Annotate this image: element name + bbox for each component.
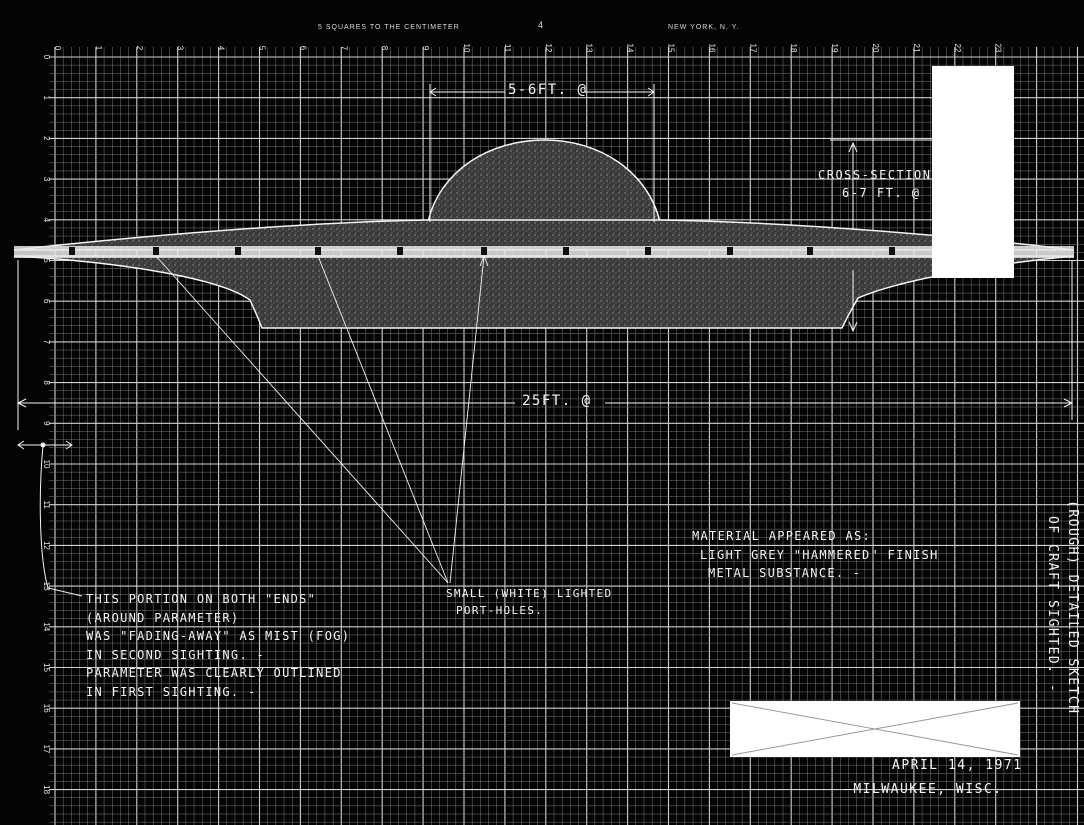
cross-section-dimension <box>830 139 935 333</box>
top-ruler-label: 17 <box>748 44 757 53</box>
ends-note: THIS PORTION ON BOTH "ENDS" (AROUND PARA… <box>86 590 350 701</box>
top-ruler-label: 9 <box>421 46 430 51</box>
side-caption-line: (ROUGH) DETAILED SKETCH <box>1065 500 1080 715</box>
side-caption: (ROUGH) DETAILED SKETCH OF CRAFT SIGHTED… <box>1042 500 1082 715</box>
porthole-leader-lines <box>155 254 489 584</box>
craft-outline <box>13 139 1075 329</box>
left-ruler-label: 8 <box>42 380 51 385</box>
porthole-note: SMALL (WHITE) LIGHTED PORT-HOLES. <box>446 585 612 619</box>
overall-width-dimension <box>16 260 1074 597</box>
left-ruler-label: 7 <box>42 340 51 345</box>
top-ruler-label: 4 <box>217 46 226 51</box>
porthole <box>889 247 895 255</box>
top-ruler-label: 18 <box>789 44 798 53</box>
ends-note-line: (AROUND PARAMETER) <box>86 610 240 625</box>
porthole <box>315 247 321 255</box>
top-ruler-label: 15 <box>667 44 676 53</box>
dome-width-dimension <box>429 84 655 222</box>
left-ruler-label: 6 <box>42 299 51 304</box>
craft-dome <box>427 139 661 223</box>
ends-note-line: PARAMETER WAS CLEARLY OUTLINED <box>86 666 342 680</box>
left-ruler-label: 9 <box>42 421 51 426</box>
signature-place: —MILWAUKEE, WISC. <box>844 782 1003 797</box>
left-ruler-label: 4 <box>42 218 51 223</box>
top-ruler-label: 12 <box>544 44 553 53</box>
left-ruler-label: 15 <box>42 663 51 672</box>
signature-date: APRIL 14, 1971 <box>892 758 1023 773</box>
paper-header-left: 5 SQUARES TO THE CENTIMETER <box>318 24 460 31</box>
ends-note-line: IN SECOND SIGHTING. - <box>86 647 266 662</box>
craft-upper-hull <box>13 219 1075 251</box>
craft-lower-hull <box>13 255 1075 329</box>
ends-note-line: WAS "FADING-AWAY" AS MIST (FOG) <box>86 629 351 643</box>
top-ruler-label: 19 <box>830 44 839 53</box>
ends-note-line: IN FIRST SIGHTING. - <box>86 684 257 699</box>
top-ruler-label: 2 <box>135 46 144 51</box>
paper-header-center: 4 <box>538 20 545 30</box>
left-ruler-label: 10 <box>42 460 51 469</box>
porthole <box>235 247 241 255</box>
overall-width-label: 25FT. @ <box>522 393 592 409</box>
left-ruler-label: 3 <box>42 177 51 182</box>
porthole-row <box>69 247 895 255</box>
material-note-line: MATERIAL APPEARED AS: <box>692 529 872 543</box>
craft-rim-band <box>14 246 1074 258</box>
top-ruler-label: 1 <box>94 46 103 51</box>
side-caption-line: OF CRAFT SIGHTED. - <box>1045 516 1060 694</box>
porthole <box>69 247 75 255</box>
left-ruler-label: 18 <box>42 785 51 794</box>
ends-note-line: THIS PORTION ON BOTH "ENDS" <box>86 592 317 606</box>
porthole <box>727 247 733 255</box>
dome-width-label: 5-6FT. @ <box>508 82 588 98</box>
top-ruler-label: 20 <box>871 44 880 53</box>
top-ruler-label: 11 <box>503 44 512 53</box>
material-note: MATERIAL APPEARED AS: LIGHT GREY "HAMMER… <box>692 527 939 583</box>
cross-section-value: 6-7 FT. @ <box>842 186 921 200</box>
left-ruler-label: 17 <box>42 744 51 753</box>
left-ruler-label: 12 <box>42 541 51 550</box>
redaction-box <box>932 66 1014 278</box>
top-ruler-label: 23 <box>994 44 1003 53</box>
left-ruler-label: 5 <box>42 258 51 263</box>
top-ruler-label: 6 <box>298 46 307 51</box>
top-ruler-label: 7 <box>339 46 348 51</box>
left-ruler-label: 1 <box>42 95 51 100</box>
porthole <box>807 247 813 255</box>
top-ruler-label: 16 <box>707 44 716 53</box>
top-ruler-label: 22 <box>953 44 962 53</box>
porthole <box>397 247 403 255</box>
redacted-image-placeholder <box>730 701 1020 757</box>
cross-section-label: CROSS-SECTION <box>818 168 932 182</box>
porthole <box>563 247 569 255</box>
left-ruler-label: 11 <box>42 501 51 510</box>
paper-header-right: NEW YORK, N. Y. <box>668 24 740 31</box>
left-ruler-label: 2 <box>42 136 51 141</box>
left-ruler-label: 16 <box>42 704 51 713</box>
top-ruler-label: 13 <box>585 44 594 53</box>
left-ruler-label: 0 <box>42 55 51 60</box>
porthole-note-line: SMALL (WHITE) LIGHTED <box>446 587 613 600</box>
porthole-note-line: PORT-HOLES. <box>456 604 544 617</box>
material-note-line: METAL SUBSTANCE. - <box>708 566 862 580</box>
left-ruler-label: 13 <box>42 582 51 591</box>
top-ruler-label: 8 <box>380 46 389 51</box>
left-ruler-label: 14 <box>42 622 51 631</box>
top-ruler-label: 10 <box>462 44 471 53</box>
top-ruler-label: 0 <box>53 46 62 51</box>
material-note-line: LIGHT GREY "HAMMERED" FINISH <box>700 547 939 562</box>
porthole <box>481 247 487 255</box>
porthole <box>645 247 651 255</box>
top-ruler-label: 14 <box>626 44 635 53</box>
top-ruler-label: 3 <box>176 46 185 51</box>
porthole <box>153 247 159 255</box>
top-ruler-label: 5 <box>258 46 267 51</box>
top-ruler-label: 21 <box>912 44 921 53</box>
